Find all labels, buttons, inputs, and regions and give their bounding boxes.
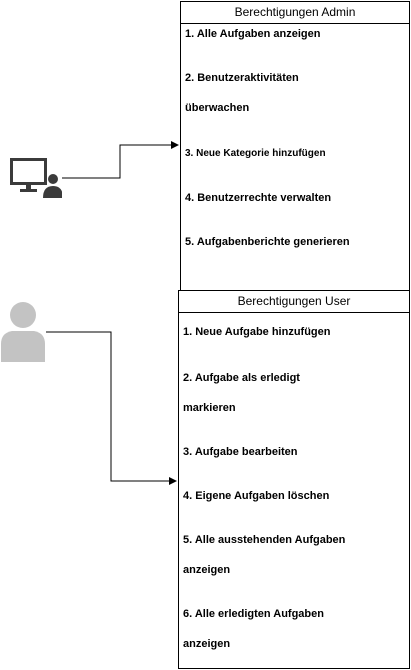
user-person-icon bbox=[1, 302, 45, 362]
user-permission-item: 2. Aufgabe als erledigt bbox=[183, 372, 300, 384]
user-permission-item-continuation: markieren bbox=[183, 402, 236, 414]
user-permission-item: 4. Eigene Aufgaben löschen bbox=[183, 490, 330, 502]
user-permission-item: 1. Neue Aufgabe hinzufügen bbox=[183, 326, 331, 338]
admin-permissions-box: Berechtigungen Admin 1. Alle Aufgaben an… bbox=[180, 1, 410, 291]
admin-computer-user-icon bbox=[10, 158, 62, 198]
user-connector-arrow bbox=[46, 331, 177, 485]
admin-permission-item: 4. Benutzerrechte verwalten bbox=[185, 192, 332, 204]
user-permission-item: 3. Aufgabe bearbeiten bbox=[183, 446, 298, 458]
admin-permission-item: 5. Aufgabenberichte generieren bbox=[185, 236, 350, 248]
user-permission-item-continuation: anzeigen bbox=[183, 638, 231, 650]
admin-permission-item: 3. Neue Kategorie hinzufügen bbox=[185, 148, 326, 159]
admin-permission-item: 1. Alle Aufgaben anzeigen bbox=[185, 28, 321, 40]
admin-permission-item: 2. Benutzeraktivitäten bbox=[185, 72, 299, 84]
user-permission-item-continuation: anzeigen bbox=[183, 564, 231, 576]
admin-permission-item-continuation: überwachen bbox=[185, 102, 250, 114]
user-permission-item: 6. Alle erledigten Aufgaben bbox=[183, 608, 324, 620]
admin-connector-arrow bbox=[62, 141, 179, 179]
admin-permissions-title: Berechtigungen Admin bbox=[181, 2, 409, 24]
user-permissions-box: Berechtigungen User 1. Neue Aufgabe hinz… bbox=[178, 290, 410, 669]
user-permissions-title: Berechtigungen User bbox=[179, 291, 409, 313]
user-permission-item: 5. Alle ausstehenden Aufgaben bbox=[183, 534, 346, 546]
